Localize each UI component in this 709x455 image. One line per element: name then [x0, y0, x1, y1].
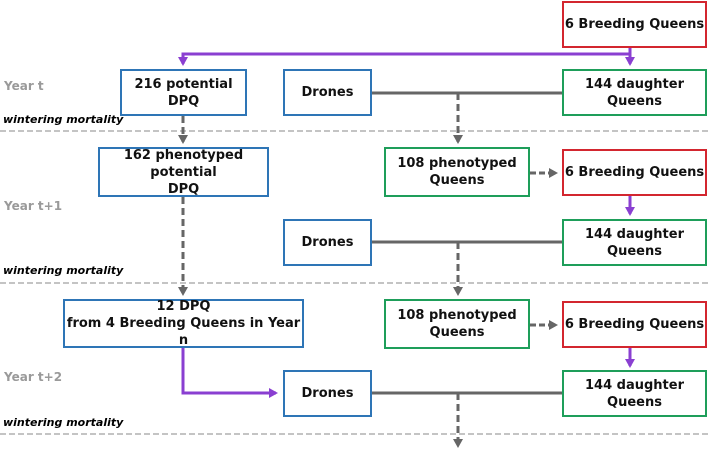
daughter-queens-box-1: 144 daughter Queens	[562, 69, 707, 116]
daughter-queens-box-2: 144 daughter Queens	[562, 219, 707, 266]
purple-arrow-to-drones-3	[181, 348, 278, 398]
wintering-mortality-label-1: wintering mortality	[3, 113, 124, 126]
drones-box-1: Drones	[283, 69, 372, 116]
dpq-12-box: 12 DPQ from 4 Breeding Queens in Year n	[63, 299, 304, 348]
daughter-queens-box-3: 144 daughter Queens	[562, 370, 707, 417]
purple-arrow-to-potential-dpq	[178, 48, 632, 66]
year-label-t-plus-2: Year t+2	[4, 370, 63, 384]
breeding-queens-box-1: 6 Breeding Queens	[562, 1, 707, 48]
phenotyped-queens-box-1: 108 phenotyped Queens	[384, 147, 530, 197]
phenotyped-queens-box-2: 108 phenotyped Queens	[384, 299, 530, 349]
phenotyped-potential-dpq-box: 162 phenotyped potential DPQ	[98, 147, 269, 197]
year-label-t-plus-1: Year t+1	[4, 199, 63, 213]
breeding-queens-box-3: 6 Breeding Queens	[562, 301, 707, 348]
wintering-mortality-label-3: wintering mortality	[3, 416, 124, 429]
wintering-mortality-label-2: wintering mortality	[3, 264, 124, 277]
drones-box-3: Drones	[283, 370, 372, 417]
drones-box-2: Drones	[283, 219, 372, 266]
breeding-queens-box-2: 6 Breeding Queens	[562, 149, 707, 196]
year-label-t: Year t	[4, 79, 44, 93]
potential-dpq-box: 216 potential DPQ	[120, 69, 247, 116]
